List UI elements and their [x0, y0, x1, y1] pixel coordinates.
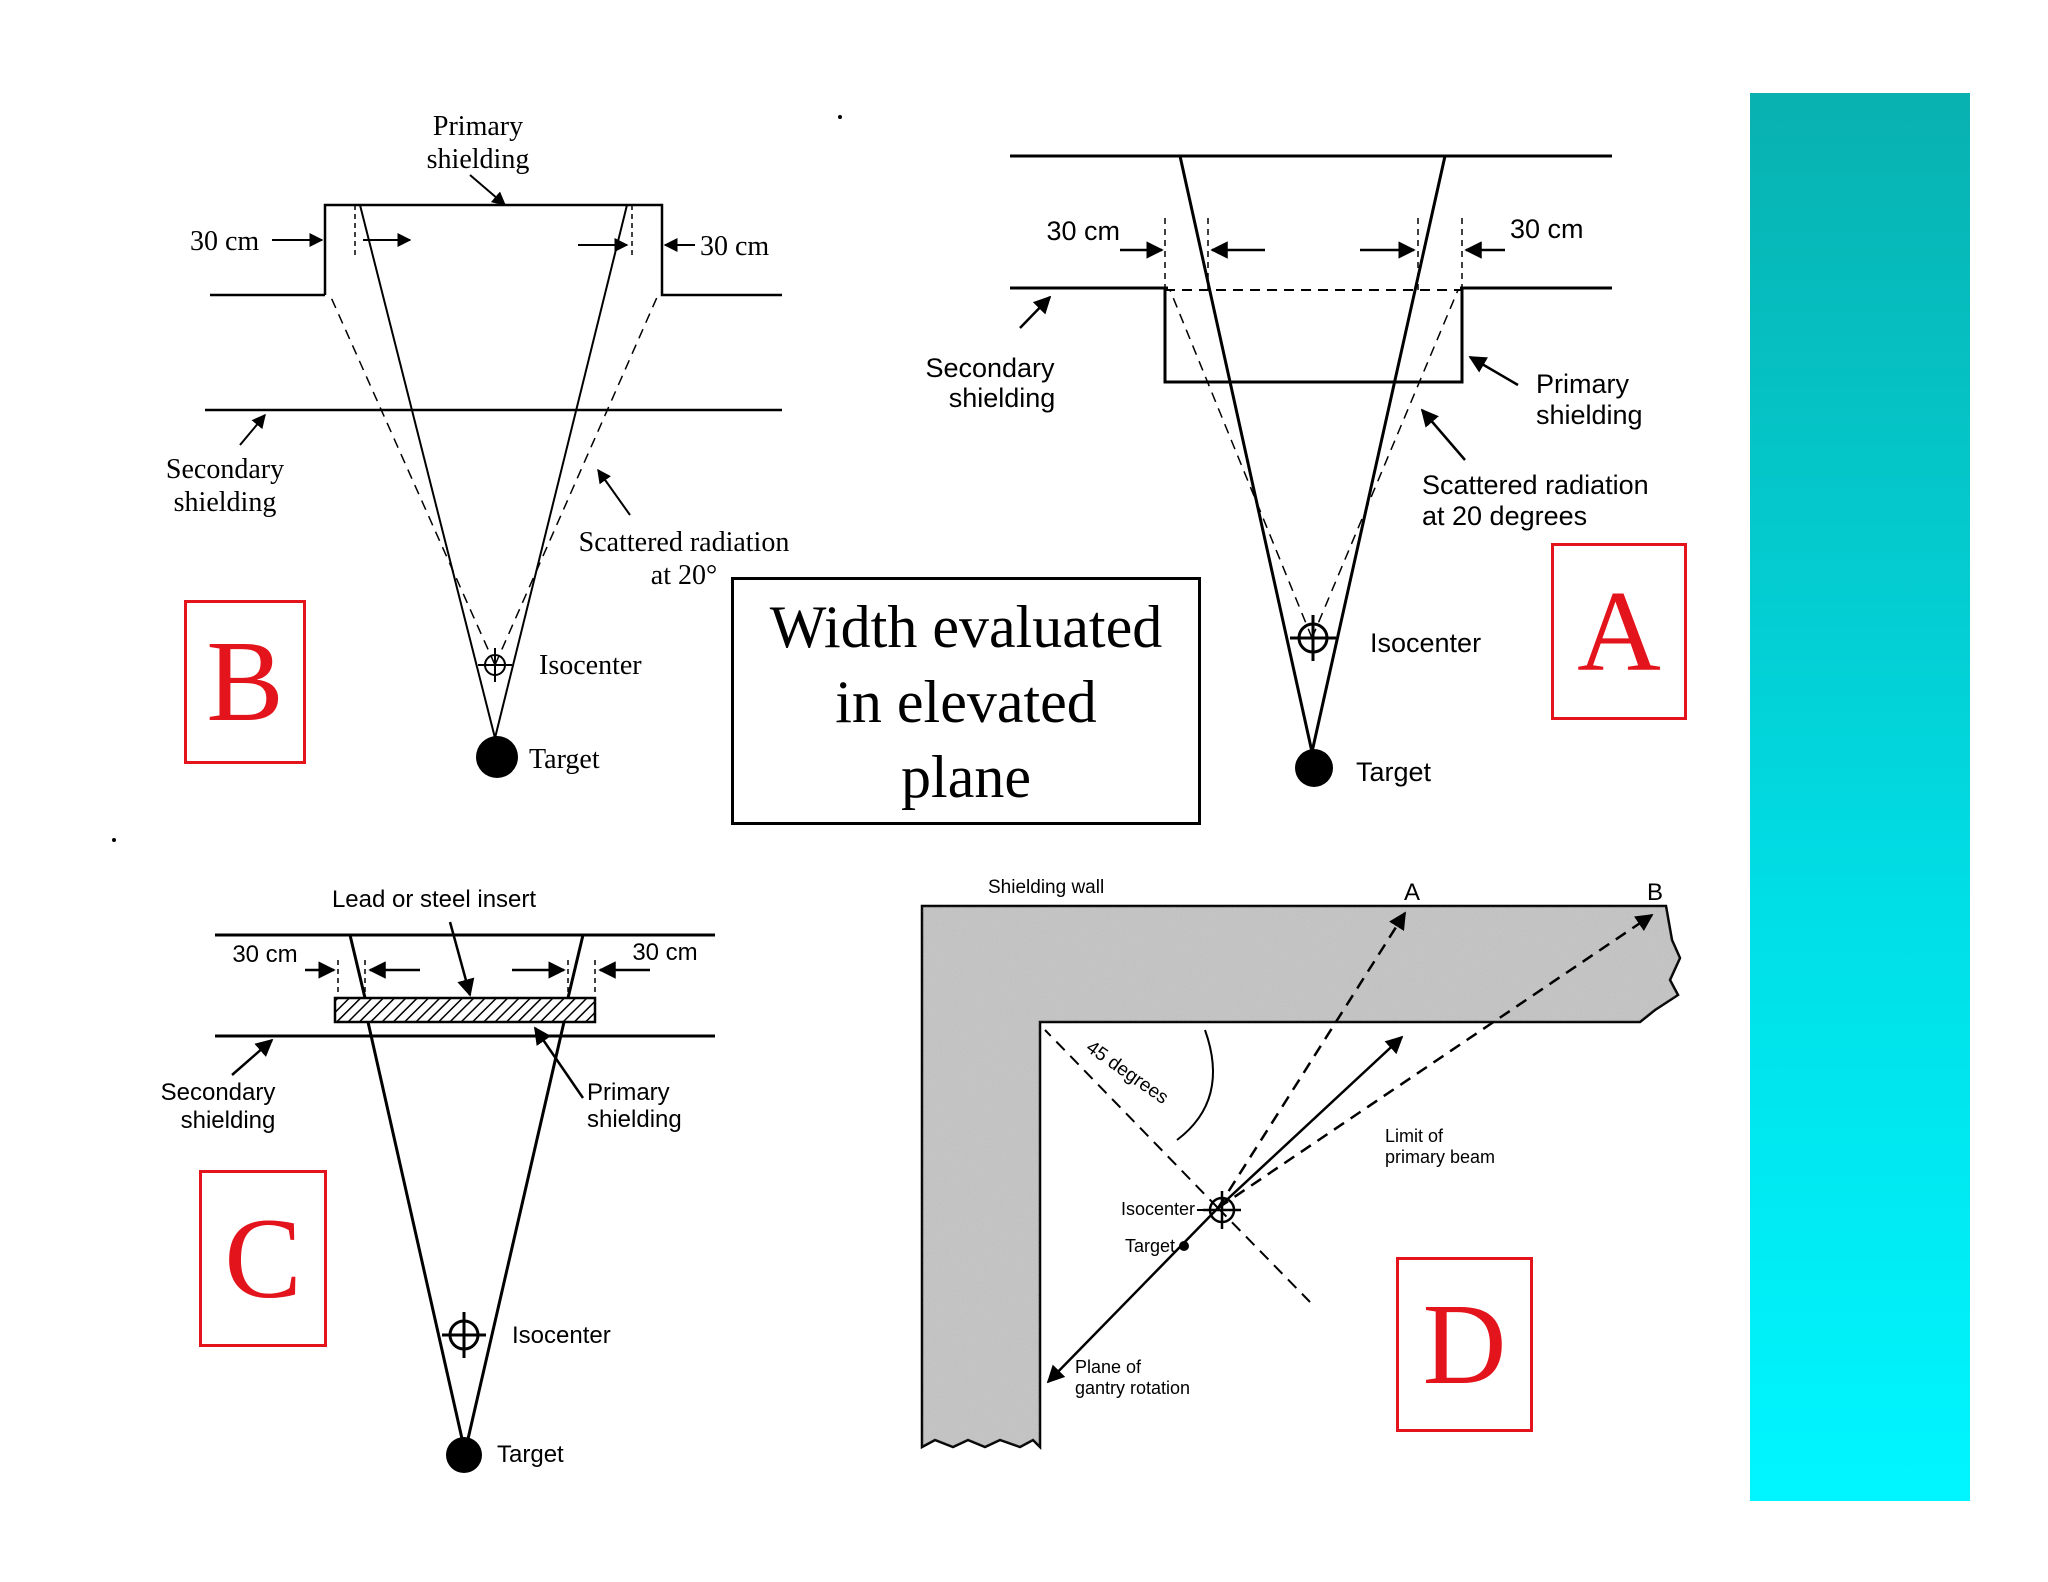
panel-c-30cm-left-label: 30 cm	[232, 941, 297, 968]
panel-a-secondary-label-2: shielding	[949, 383, 1056, 413]
panel-d-diagram: Shielding wall A B 45 degrees Limit of p…	[920, 877, 1682, 1451]
stray-dot	[112, 838, 116, 842]
panel-b-primary-label-2: shielding	[427, 144, 530, 175]
panel-a-scatter-left	[1169, 289, 1313, 639]
panel-a-isocenter-label: Isocenter	[1370, 628, 1481, 658]
panel-c-diagram: Lead or steel insert 30 cm 30 cm Seconda…	[161, 886, 715, 1473]
panel-b-beam-left	[359, 204, 496, 739]
panel-c-isocenter-icon	[442, 1312, 486, 1358]
panel-a-beam-left	[1178, 155, 1314, 753]
panel-a-target-label: Target	[1356, 757, 1432, 787]
panel-b-secondary-label-1: Secondary	[166, 454, 284, 485]
panel-b-scatter-right	[494, 294, 659, 666]
panel-d-plane-label-1: Plane of	[1075, 1357, 1142, 1377]
panel-b-letter-box: B	[184, 600, 306, 764]
panel-d-beam-axis	[1217, 1035, 1404, 1209]
panel-b-target-dot	[476, 736, 518, 778]
panel-d-angle-label: 45 degrees	[1082, 1037, 1172, 1109]
panel-b-secondary-label-2: shielding	[174, 487, 277, 518]
decorative-teal-bar	[1750, 93, 1970, 1501]
panel-a-isocenter-icon	[1290, 615, 1336, 661]
panel-d-limit-b	[1217, 913, 1654, 1210]
panel-a-scatter-label-2: at 20 degrees	[1422, 501, 1587, 531]
panel-a-diagram: 30 cm 30 cm Secondary shielding Primary …	[925, 154, 1649, 787]
panel-b-isocenter-icon	[478, 648, 512, 682]
panel-c-secondary-label-2: shielding	[181, 1107, 276, 1134]
panel-b-30cm-left-label: 30 cm	[190, 226, 259, 257]
panel-d-angle-arc	[1176, 1029, 1214, 1141]
panel-a-primary-label-2: shielding	[1536, 400, 1643, 430]
panel-c-target-dot	[446, 1437, 482, 1473]
panel-b-scatter-label-2: at 20°	[651, 560, 717, 591]
panel-c-isocenter-label: Isocenter	[512, 1322, 611, 1349]
panel-c-beam-left	[366, 1021, 467, 1453]
panel-c-insert-label: Lead or steel insert	[332, 886, 536, 913]
panel-b-primary-label-1: Primary	[433, 111, 523, 142]
panel-b-letter: B	[206, 618, 284, 746]
panel-d-letter-box: D	[1396, 1257, 1533, 1432]
panel-c-target-label: Target	[497, 1441, 564, 1468]
panel-b-scatter-label-1: Scattered radiation	[579, 527, 790, 558]
panel-c-primary-label-2: shielding	[587, 1106, 682, 1133]
title-box: Width evaluated in elevated plane	[731, 577, 1201, 825]
panel-d-limit-label-2: primary beam	[1385, 1147, 1495, 1167]
panel-a-30cm-right-label: 30 cm	[1510, 214, 1584, 244]
panel-d-limit-label-1: Limit of	[1385, 1126, 1444, 1146]
panel-a-beam-right	[1310, 155, 1447, 753]
panel-d-letter: D	[1422, 1280, 1507, 1409]
panel-c-beam-right	[463, 1021, 566, 1453]
panel-a-30cm-left-label: 30 cm	[1046, 216, 1120, 246]
panel-d-isocenter-label: Isocenter	[1121, 1199, 1195, 1219]
panel-a-letter: A	[1577, 567, 1661, 696]
panel-b-target-label: Target	[529, 744, 600, 775]
panel-d-target-label: Target	[1125, 1236, 1175, 1256]
panel-c-primary-label-1: Primary	[587, 1079, 670, 1106]
panel-a-scatter-label-1: Scattered radiation	[1422, 470, 1649, 500]
panel-d-isocenter-icon	[1203, 1191, 1241, 1229]
panel-a-target-dot	[1295, 749, 1333, 787]
panel-c-lead-insert	[333, 996, 597, 1024]
panel-c-30cm-right-label: 30 cm	[632, 939, 697, 966]
panel-d-gantry-plane-arrow	[1046, 1207, 1219, 1384]
panel-a-primary-label-1: Primary	[1536, 369, 1629, 399]
panel-b-scatter-left	[329, 294, 496, 666]
panel-d-point-b-label: B	[1647, 879, 1663, 906]
panel-b-beam-right	[494, 204, 628, 739]
panel-b-primary-barrier	[323, 203, 782, 297]
panel-d-point-a-label: A	[1404, 879, 1420, 906]
panel-d-plane-label-2: gantry rotation	[1075, 1378, 1190, 1398]
panel-a-secondary-label-1: Secondary	[925, 353, 1055, 383]
stray-dot	[838, 115, 842, 119]
panel-d-wall-label: Shielding wall	[988, 877, 1104, 898]
title-line-1: Width evaluated	[769, 594, 1163, 660]
title-line-3: plane	[901, 744, 1031, 810]
panel-d-limit-a	[1216, 911, 1407, 1209]
panel-c-secondary-label-1: Secondary	[161, 1079, 276, 1106]
panel-b-30cm-right-label: 30 cm	[700, 231, 769, 262]
panel-b-diagram: Primary shielding 30 cm 30 cm Secondary …	[166, 111, 789, 778]
panel-a-letter-box: A	[1551, 543, 1687, 720]
panel-c-letter-box: C	[199, 1170, 327, 1347]
panel-a-primary-barrier	[1163, 288, 1464, 384]
panel-d-45-degree-line	[1044, 1029, 1219, 1209]
title-line-2: in elevated	[835, 669, 1097, 735]
panel-b-isocenter-label: Isocenter	[539, 650, 642, 681]
panel-d-target-dot	[1179, 1241, 1189, 1251]
panel-a-scatter-right	[1311, 289, 1459, 639]
panel-c-letter: C	[224, 1194, 302, 1323]
